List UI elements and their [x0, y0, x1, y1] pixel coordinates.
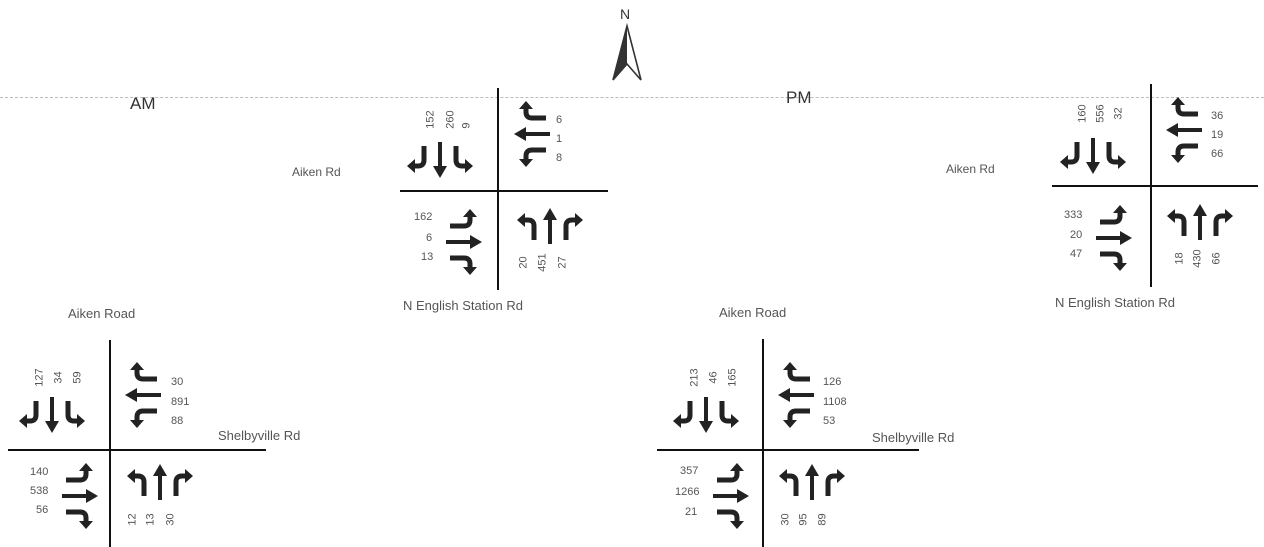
nb-volume: 89: [816, 513, 829, 526]
wb-volume: 891: [171, 396, 190, 408]
cross-road-label: N English Station Rd: [1055, 295, 1175, 310]
nb-volume: 30: [164, 513, 177, 526]
road-ew: [400, 190, 608, 192]
sb-turn-arrows-icon: [676, 397, 746, 437]
wb-volume: 1: [556, 133, 563, 145]
wb-turn-arrows-icon: [1162, 100, 1202, 170]
eb-volume: 357: [680, 465, 699, 477]
eb-turn-arrows-icon: [446, 202, 486, 272]
road-ew: [657, 449, 919, 451]
north-arrow-icon: [612, 22, 642, 81]
nb-turn-arrows-icon: [1160, 200, 1230, 240]
eb-volume: 13: [421, 251, 434, 263]
nb-volume: 27: [556, 256, 569, 269]
eb-turn-arrows-icon: [713, 456, 753, 526]
nb-volume: 430: [1191, 249, 1204, 268]
wb-volume: 53: [823, 415, 836, 427]
eb-volume: 1266: [675, 486, 700, 498]
wb-volume: 66: [1211, 148, 1224, 160]
nb-turn-arrows-icon: [772, 460, 842, 500]
sb-volume: 556: [1094, 104, 1107, 123]
road-ew: [1052, 185, 1258, 187]
wb-turn-arrows-icon: [121, 365, 161, 435]
sb-volume: 165: [726, 368, 739, 387]
cross-road-label: Shelbyville Rd: [218, 428, 301, 443]
wb-turn-arrows-icon: [774, 365, 814, 435]
cross-road-label: N English Station Rd: [403, 298, 523, 313]
cross-road-label: Shelbyville Rd: [872, 430, 955, 445]
sb-volume: 59: [71, 371, 84, 384]
sb-volume: 160: [1076, 104, 1089, 123]
eb-turn-arrows-icon: [1096, 198, 1136, 268]
eb-volume: 6: [426, 232, 433, 244]
eb-volume: 162: [414, 211, 433, 223]
wb-turn-arrows-icon: [510, 104, 550, 174]
sb-volume: 34: [52, 371, 65, 384]
nb-volume: 451: [536, 253, 549, 272]
eb-volume: 56: [36, 504, 49, 516]
nb-volume: 95: [797, 513, 810, 526]
sb-volume: 260: [444, 110, 457, 129]
wb-volume: 126: [823, 376, 842, 388]
wb-volume: 88: [171, 415, 184, 427]
road-label: Aiken Road: [68, 306, 136, 321]
wb-volume: 19: [1211, 129, 1224, 141]
road-ew: [8, 449, 266, 451]
sb-turn-arrows-icon: [410, 142, 480, 182]
road-label: Aiken Rd: [946, 162, 995, 176]
nb-volume: 30: [779, 513, 792, 526]
nb-volume: 13: [144, 513, 157, 526]
nb-volume: 20: [517, 256, 530, 269]
wb-volume: 8: [556, 152, 563, 164]
sb-volume: 213: [688, 368, 701, 387]
sb-volume: 32: [1112, 107, 1125, 120]
nb-volume: 18: [1173, 252, 1186, 265]
sb-volume: 127: [33, 368, 46, 387]
eb-volume: 140: [30, 466, 49, 478]
nb-turn-arrows-icon: [120, 460, 190, 500]
nb-volume: 66: [1210, 252, 1223, 265]
divider-line: [0, 97, 1264, 98]
pm-label: PM: [786, 88, 812, 107]
sb-turn-arrows-icon: [1063, 138, 1133, 178]
road-ns: [762, 339, 764, 547]
am-label: AM: [130, 94, 156, 113]
north-label: N: [620, 6, 631, 22]
eb-volume: 538: [30, 485, 49, 497]
sb-turn-arrows-icon: [22, 397, 92, 437]
wb-volume: 30: [171, 376, 184, 388]
eb-turn-arrows-icon: [62, 456, 102, 526]
sb-volume: 46: [707, 371, 720, 384]
road-ns: [109, 340, 111, 547]
sb-volume: 9: [460, 122, 473, 129]
eb-volume: 20: [1070, 229, 1083, 241]
road-ns: [497, 88, 499, 290]
wb-volume: 1108: [823, 396, 847, 408]
road-label: Aiken Road: [719, 305, 787, 320]
wb-volume: 6: [556, 114, 563, 126]
road-label: Aiken Rd: [292, 165, 341, 179]
sb-volume: 152: [424, 110, 437, 129]
nb-volume: 12: [126, 513, 139, 526]
eb-volume: 21: [685, 506, 698, 518]
wb-volume: 36: [1211, 110, 1224, 122]
nb-turn-arrows-icon: [510, 204, 580, 244]
eb-volume: 333: [1064, 209, 1083, 221]
eb-volume: 47: [1070, 248, 1083, 260]
